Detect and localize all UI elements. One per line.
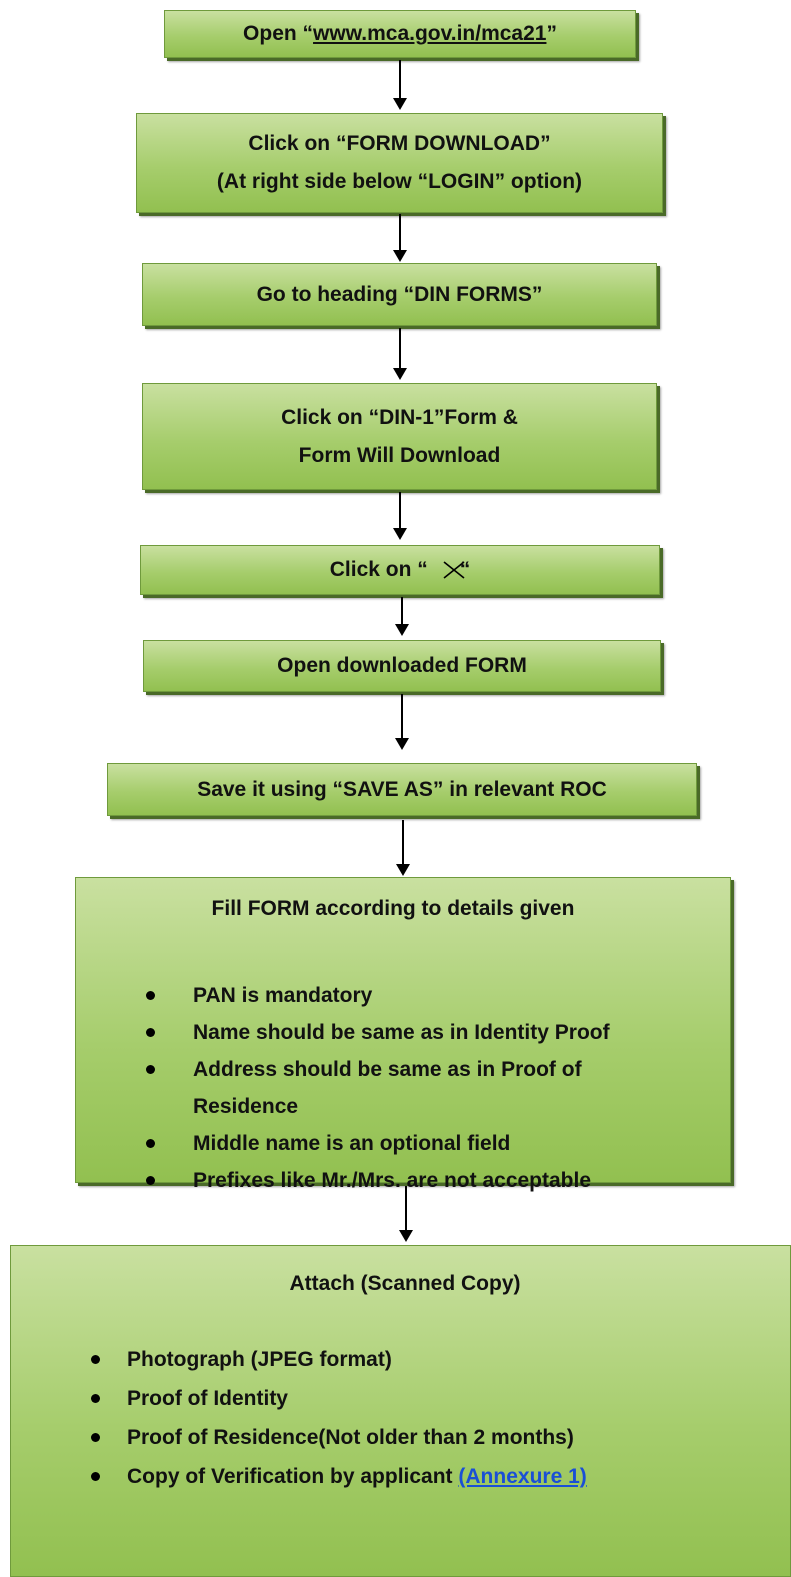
list-item: Proof of Identity bbox=[91, 1379, 790, 1418]
list-item: Address should be same as in Proof of Re… bbox=[146, 1051, 663, 1125]
list-item: Middle name is an optional field bbox=[146, 1125, 730, 1162]
step-click-icon: Click on “ “ bbox=[140, 545, 660, 595]
requirements-list: PAN is mandatory Name should be same as … bbox=[146, 977, 730, 1199]
step-text-close: “ bbox=[459, 558, 471, 581]
step-click-form-download: Click on “FORM DOWNLOAD” (At right side … bbox=[136, 113, 663, 213]
step-text-close: ” bbox=[546, 22, 557, 45]
mca-url-link[interactable]: www.mca.gov.in/mca21 bbox=[313, 22, 547, 45]
step-click-din1-form: Click on “DIN-1”Form & Form Will Downloa… bbox=[142, 383, 657, 490]
list-item: Prefixes like Mr./Mrs. are not acceptabl… bbox=[146, 1162, 730, 1199]
step-text: Open downloaded FORM bbox=[277, 654, 527, 677]
step-line-2: Form Will Download bbox=[298, 443, 501, 467]
step-title: Attach (Scanned Copy) bbox=[289, 1272, 521, 1295]
scissors-icon bbox=[443, 561, 465, 579]
list-item: Name should be same as in Identity Proof bbox=[146, 1014, 730, 1051]
annexure-link[interactable]: (Annexure 1) bbox=[458, 1465, 587, 1488]
list-item: PAN is mandatory bbox=[146, 977, 730, 1014]
list-item: Photograph (JPEG format) bbox=[91, 1340, 790, 1379]
list-item: Copy of Verification by applicant (Annex… bbox=[91, 1457, 790, 1496]
step-line-1: Click on “DIN-1”Form & bbox=[281, 405, 518, 429]
step-text: Save it using “SAVE AS” in relevant ROC bbox=[197, 777, 607, 801]
step-attach-documents: Attach (Scanned Copy) Photograph (JPEG f… bbox=[10, 1245, 791, 1577]
step-save-as: Save it using “SAVE AS” in relevant ROC bbox=[107, 763, 697, 816]
step-text: Click on “ bbox=[329, 558, 428, 581]
step-text: Open “ bbox=[243, 22, 314, 45]
step-open-downloaded-form: Open downloaded FORM bbox=[143, 640, 661, 692]
step-open-website: Open “www.mca.gov.in/mca21” bbox=[164, 10, 636, 58]
list-item: Proof of Residence(Not older than 2 mont… bbox=[91, 1418, 790, 1457]
step-line-2: (At right side below “LOGIN” option) bbox=[216, 170, 583, 193]
step-fill-form: Fill FORM according to details given PAN… bbox=[75, 877, 731, 1192]
step-line-1: Click on “FORM DOWNLOAD” bbox=[248, 132, 551, 155]
list-item-text: Copy of Verification by applicant bbox=[127, 1465, 459, 1488]
step-text: Go to heading “DIN FORMS” bbox=[256, 282, 543, 306]
attachments-list: Photograph (JPEG format) Proof of Identi… bbox=[91, 1340, 790, 1496]
step-title: Fill FORM according to details given bbox=[211, 897, 575, 920]
step-go-to-din-forms: Go to heading “DIN FORMS” bbox=[142, 263, 657, 326]
